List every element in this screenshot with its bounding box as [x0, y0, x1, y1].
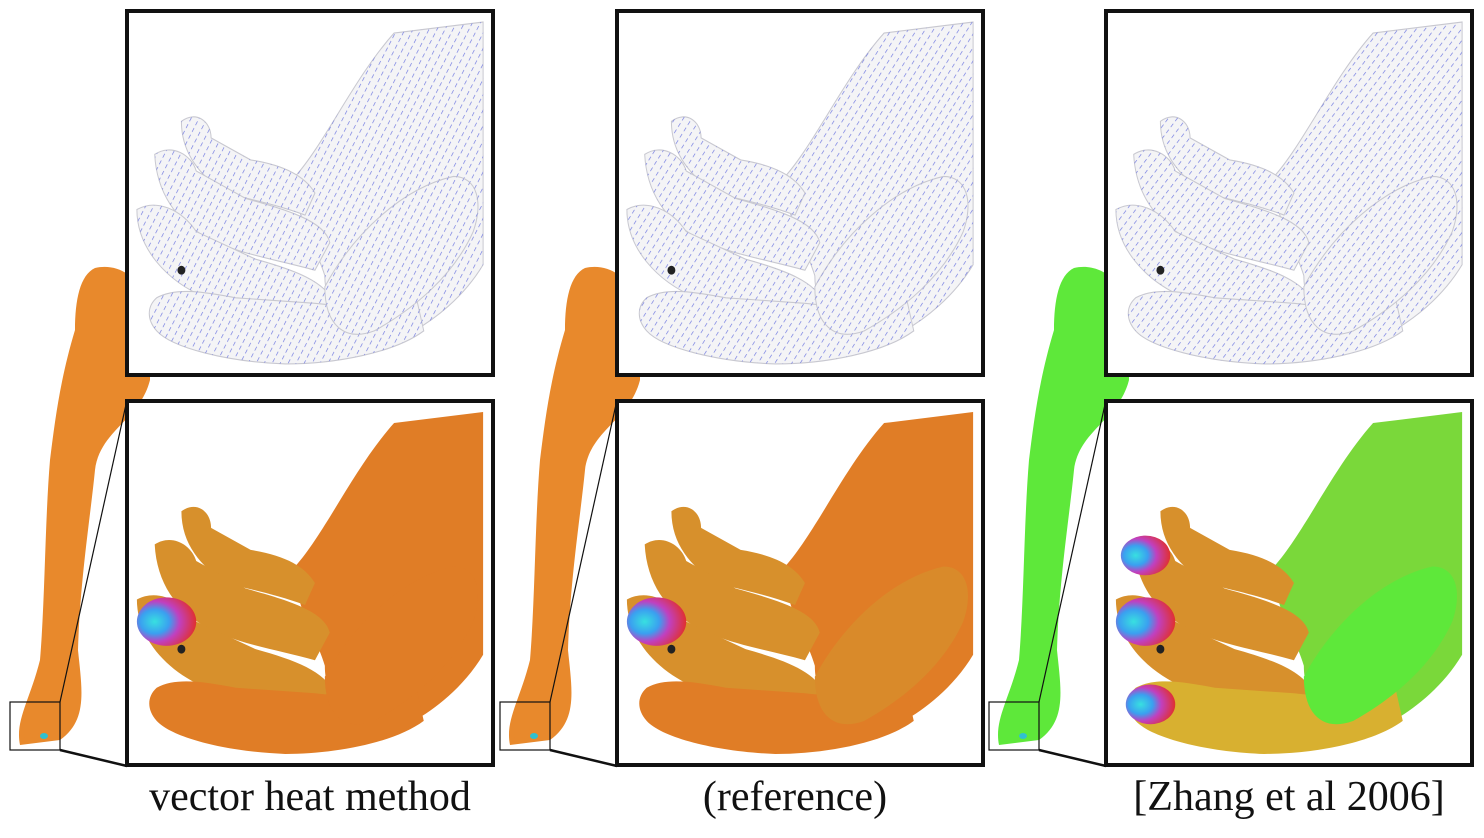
tangent-vectors [814, 176, 968, 335]
hand-thumb [1303, 566, 1457, 725]
finger-tip [538, 733, 546, 739]
colored-fingertip [1120, 535, 1171, 576]
caption: vector heat method [149, 774, 471, 820]
tangent-vectors [644, 149, 820, 271]
finger-tip [40, 733, 48, 739]
caption: (reference) [702, 774, 888, 820]
connector-line [59, 399, 128, 703]
caption: [Zhang et al 2006] [1133, 774, 1445, 820]
colored-fingertip [136, 597, 197, 646]
color-field-inset [1106, 401, 1472, 765]
source-point [1156, 644, 1165, 654]
connector-line [59, 748, 128, 768]
connector-line [1038, 748, 1107, 768]
tangent-vectors [1133, 149, 1309, 271]
hand-finger [181, 506, 315, 606]
finger-tip [514, 733, 522, 739]
finger-tip [1019, 733, 1027, 739]
source-point [667, 265, 676, 275]
arm-silhouette [19, 266, 150, 745]
finger-tip [48, 733, 56, 739]
figure-render [9, 9, 495, 768]
color-field-inset [617, 401, 983, 765]
figure-render [499, 9, 985, 768]
hand-finger [154, 539, 330, 661]
figure-render [988, 9, 1474, 768]
inset-frame [1104, 399, 1474, 767]
source-point [177, 644, 186, 654]
zoom-region-box [988, 701, 1040, 751]
arm-silhouette [509, 266, 640, 745]
vector-field-inset [1106, 11, 1472, 375]
finger-tip [32, 733, 40, 739]
finger-tip [1011, 733, 1019, 739]
inset-frame [615, 9, 985, 377]
finger-tip [1003, 733, 1011, 739]
inset-frame [1104, 9, 1474, 377]
tangent-vectors [671, 116, 805, 216]
inset-frame [125, 399, 495, 767]
hand-finger [1133, 539, 1309, 661]
source-point [177, 265, 186, 275]
color-field-inset [127, 401, 493, 765]
connector-line [1038, 399, 1107, 703]
source-point [667, 644, 676, 654]
finger-tip [24, 733, 32, 739]
finger-tip [530, 733, 538, 739]
hand-finger [644, 539, 820, 661]
vector-field-inset [127, 11, 493, 375]
tangent-vectors [154, 149, 330, 271]
tangent-vectors [1115, 205, 1314, 331]
connector-line [549, 399, 618, 703]
hand-thumb [324, 566, 478, 725]
panel-reference: (reference) [490, 0, 985, 838]
tangent-vectors [181, 116, 315, 216]
zoom-region-box [499, 701, 551, 751]
inset-frame [615, 399, 985, 767]
hand-finger [1160, 506, 1294, 606]
tangent-vectors [1303, 176, 1457, 335]
hand-finger [671, 506, 805, 606]
tangent-vectors [136, 205, 335, 331]
finger-tip [1027, 733, 1035, 739]
tangent-vectors [626, 205, 825, 331]
panel-vector-heat-method: vector heat method [0, 0, 495, 838]
connector-line [549, 748, 618, 768]
arm-silhouette [998, 266, 1129, 745]
finger-tip [522, 733, 530, 739]
tangent-vectors [1160, 116, 1294, 216]
tangent-vectors [324, 176, 478, 335]
colored-fingertip [1125, 684, 1176, 725]
panel-zhang-2006: [Zhang et al 2006] [979, 0, 1474, 838]
source-point [1156, 265, 1165, 275]
vector-field-inset [617, 11, 983, 375]
zoom-region-box [9, 701, 61, 751]
colored-fingertip [626, 597, 687, 646]
inset-frame [125, 9, 495, 377]
hand-thumb [814, 566, 968, 725]
colored-fingertip [1115, 597, 1176, 646]
